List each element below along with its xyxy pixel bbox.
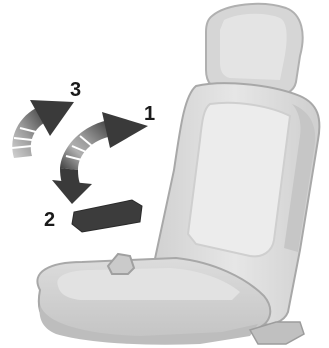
recline-arrow — [12, 100, 74, 158]
tilt-arrow — [60, 112, 148, 170]
seatback-center-panel — [188, 103, 290, 257]
lower-arrow — [52, 168, 92, 204]
label-arrow-2: 2 — [44, 209, 55, 231]
seat-belt-buckle — [108, 254, 134, 274]
label-arrow-1: 1 — [144, 103, 155, 125]
label-arrow-3: 3 — [70, 79, 81, 101]
tilt-arrow-head — [102, 112, 148, 148]
adjustment-lever — [72, 200, 142, 232]
tilt-arrow-body — [60, 120, 112, 170]
seat — [37, 4, 319, 345]
lower-arrow-head — [52, 180, 92, 204]
headrest-highlight — [220, 14, 287, 80]
